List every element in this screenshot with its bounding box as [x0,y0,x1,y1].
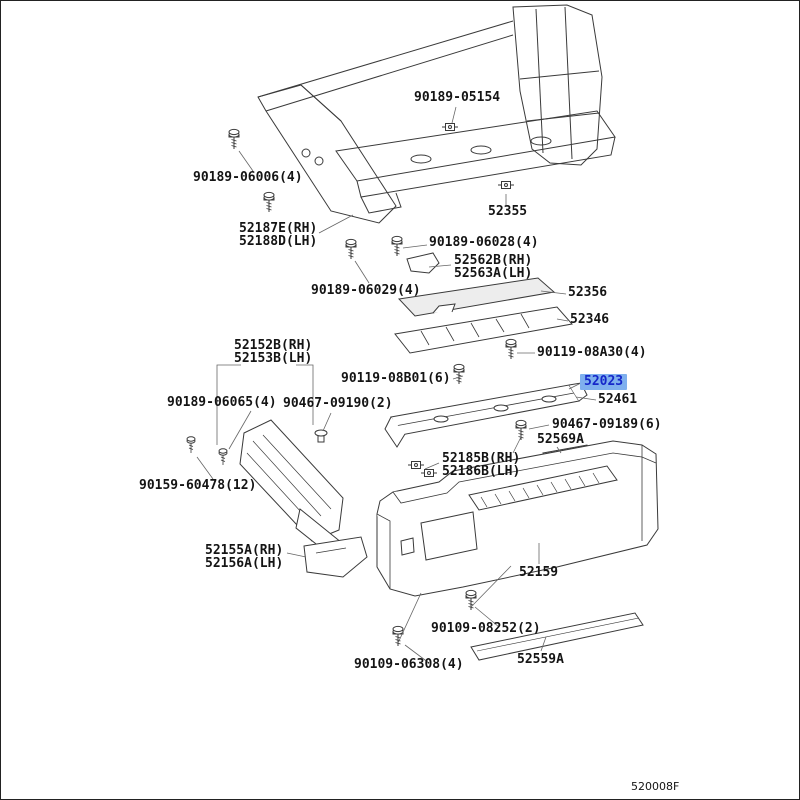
part-label-52159[interactable]: 52159 [519,565,559,580]
grommet-icon [314,429,328,443]
part-label-90109-08252[interactable]: 90109-08252(2) [431,621,541,636]
part-label-52153B[interactable]: 52153B(LH) [234,351,313,366]
part-label-52562B[interactable]: 52562B(RH) [454,253,533,268]
part-label-90119-08B01[interactable]: 90119-08B01(6) [341,371,451,386]
part-label-52188D[interactable]: 52188D(LH) [239,234,318,249]
part-label-52355[interactable]: 52355 [488,204,528,219]
part-label-90159-60478[interactable]: 90159-60478(12) [139,478,257,493]
clip-icon [497,181,515,189]
bolt-icon [505,338,517,360]
part-label-52185B[interactable]: 52185B(RH) [442,451,521,466]
leader-lines [196,106,597,664]
pad-52559A-drawing [470,612,644,661]
part-label-90189-06006[interactable]: 90189-06006(4) [193,170,303,185]
panel-52356-drawing [397,277,556,317]
bolt-icon [465,589,477,611]
part-label-52187E[interactable]: 52187E(RH) [239,221,318,236]
clip-icon [407,461,425,469]
part-label-52461[interactable]: 52461 [598,392,638,407]
part-label-52155A[interactable]: 52155A(RH) [205,543,284,558]
part-label-52023-selected[interactable]: 52023 [580,374,628,390]
part-label-52186B[interactable]: 52186B(LH) [442,464,521,479]
part-label-52156A[interactable]: 52156A(LH) [205,556,284,571]
part-label-52346[interactable]: 52346 [570,312,610,327]
reinforcement-52023-drawing [384,382,588,448]
bumper-cover-drawing [376,440,659,597]
clip-icon [420,469,438,477]
bolt-icon [345,238,357,260]
part-label-52563A[interactable]: 52563A(LH) [454,266,533,281]
end-cap-52155A-drawing [303,536,368,578]
part-label-90109-06308[interactable]: 90109-06308(4) [354,657,464,672]
bolt-icon [391,235,403,257]
part-label-52559A[interactable]: 52559A [517,652,564,667]
screw-icon [218,448,228,466]
part-label-90189-05154[interactable]: 90189-05154 [414,90,501,105]
diagram-code: 520008F [631,780,680,793]
part-label-90467-09190[interactable]: 90467-09190(2) [283,396,393,411]
bolt-icon [453,363,465,385]
body-rear-drawing [257,4,616,274]
part-label-90119-08A30[interactable]: 90119-08A30(4) [537,345,647,360]
part-label-90189-06029[interactable]: 90189-06029(4) [311,283,421,298]
part-label-90467-09189[interactable]: 90467-09189(6) [552,417,662,432]
part-label-52152B[interactable]: 52152B(RH) [234,338,313,353]
part-label-90189-06065[interactable]: 90189-06065(4) [167,395,277,410]
part-label-52356[interactable]: 52356 [568,285,608,300]
bolt-icon [263,191,275,213]
bolt-icon [228,128,240,150]
part-label-52569A[interactable]: 52569A [537,432,584,447]
clip-icon [441,123,459,131]
part-label-90189-06028[interactable]: 90189-06028(4) [429,235,539,250]
panel-52346-drawing [394,303,573,354]
screw-icon [186,436,196,454]
